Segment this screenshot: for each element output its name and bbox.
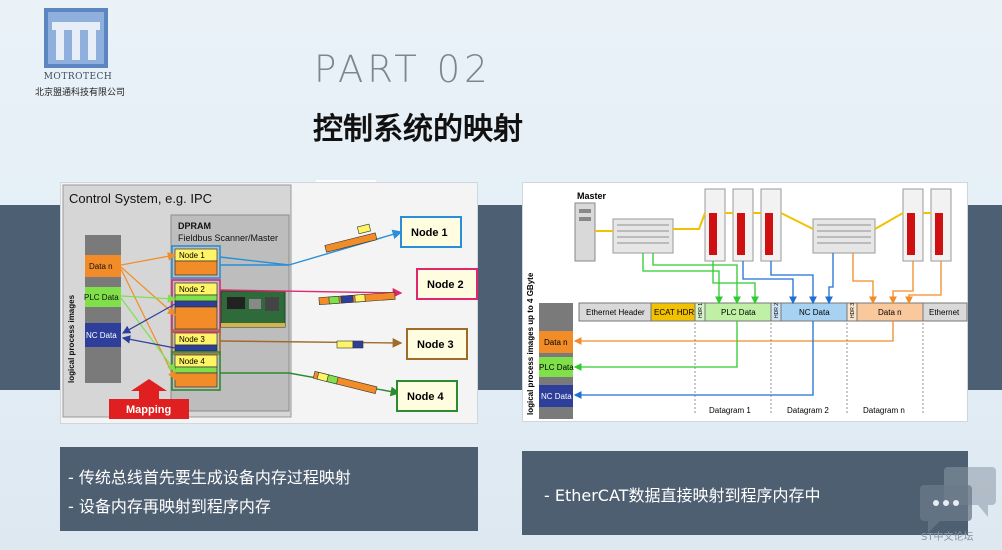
svg-text:NC Data: NC Data xyxy=(799,308,830,317)
svg-text:Node 4: Node 4 xyxy=(407,391,445,403)
traditional-mapping-diagram: Control System, e.g. IPC DPRAM Fieldbus … xyxy=(60,182,478,424)
dpram-node-4: Node 4 xyxy=(174,354,218,388)
process-item: Data n xyxy=(89,262,113,271)
chat-bubble-icon xyxy=(920,467,996,533)
servo-drive xyxy=(930,188,952,262)
node-4-box: Node 4 xyxy=(396,380,458,412)
servo-drive xyxy=(732,188,754,262)
svg-text:ECAT HDR: ECAT HDR xyxy=(654,308,694,317)
dpram-node-2: Node 2 xyxy=(174,282,218,330)
svg-text:Node 2: Node 2 xyxy=(427,279,464,291)
process-item: NC Data xyxy=(541,392,572,401)
bullet-line: - 传统总线首先要生成设备内存过程映射 xyxy=(68,468,351,487)
frame-bar-2 xyxy=(318,292,396,305)
svg-text:Node 1: Node 1 xyxy=(179,251,205,260)
process-vertical-label: logical process images up to 4 GByte xyxy=(526,272,535,415)
process-item: NC Data xyxy=(86,331,117,340)
dpram-node-1: Node 1 xyxy=(174,248,218,276)
ethercat-coupler-2 xyxy=(812,218,876,254)
process-item: PLC Data xyxy=(84,293,119,302)
ethercat-mapping-diagram: Master logical process images up to 4 GB… xyxy=(522,182,968,422)
servo-drive xyxy=(902,188,924,262)
accent-line xyxy=(316,180,376,182)
mapping-label: Mapping xyxy=(109,379,189,419)
svg-text:PLC Data: PLC Data xyxy=(721,308,756,317)
frame-bar-1 xyxy=(324,223,378,253)
servo-drive xyxy=(760,188,782,262)
node-2-box: Node 2 xyxy=(416,268,478,300)
node-1-box: Node 1 xyxy=(400,216,462,248)
ethercat-frame: Ethernet Header ECAT HDR HDR 1 PLC Data … xyxy=(578,302,968,322)
node-3-box: Node 3 xyxy=(406,328,468,360)
dpram-title: DPRAM xyxy=(178,221,211,231)
ethercat-coupler-1 xyxy=(612,218,674,254)
svg-text:Node 1: Node 1 xyxy=(411,227,448,239)
bullet-line: - EtherCAT数据直接映射到程序内存中 xyxy=(544,486,821,505)
dpram-subtitle: Fieldbus Scanner/Master xyxy=(178,233,278,243)
svg-text:Ethernet Header: Ethernet Header xyxy=(586,308,645,317)
svg-text:HDR 3: HDR 3 xyxy=(850,303,856,318)
svg-text:Ethernet: Ethernet xyxy=(929,308,960,317)
company-name-cn: 北京盟通科技有限公司 xyxy=(34,88,125,98)
svg-text:Node 3: Node 3 xyxy=(417,339,454,351)
datagram-label: Datagram n xyxy=(863,406,905,415)
process-item: PLC Data xyxy=(539,363,574,372)
datagram-label: Datagram 2 xyxy=(787,406,829,415)
svg-text:HDR 2: HDR 2 xyxy=(774,303,780,318)
frame-bar-4 xyxy=(312,371,378,395)
svg-text:Node 2: Node 2 xyxy=(179,285,205,294)
master-label: Master xyxy=(577,191,607,201)
bullet-line: - 设备内存再映射到程序内存 xyxy=(68,497,271,516)
servo-drive xyxy=(704,188,726,262)
part-number: PART 02 xyxy=(314,48,492,91)
company-name-en: MOTROTECH xyxy=(43,72,113,82)
svg-text:HDR 1: HDR 1 xyxy=(698,303,704,318)
right-bullet-box: - EtherCAT数据直接映射到程序内存中 xyxy=(522,451,968,535)
system-title: Control System, e.g. IPC xyxy=(69,191,212,206)
svg-text:Mapping: Mapping xyxy=(126,404,171,416)
left-bullet-box: - 传统总线首先要生成设备内存过程映射 - 设备内存再映射到程序内存 xyxy=(60,447,478,531)
process-item: Data n xyxy=(544,338,568,347)
watermark-text: ST中文论坛 xyxy=(921,532,974,543)
svg-text:Node 4: Node 4 xyxy=(179,357,205,366)
master-device-image xyxy=(574,202,596,262)
svg-text:Node 3: Node 3 xyxy=(179,335,205,344)
dpram-node-3: Node 3 xyxy=(174,332,218,352)
slide-title: 控制系统的映射 xyxy=(313,112,523,147)
company-logo xyxy=(44,8,108,68)
fieldbus-card-image xyxy=(220,290,286,328)
process-vertical-label: logical process images xyxy=(67,294,76,383)
frame-bar-3 xyxy=(336,340,364,349)
datagram-label: Datagram 1 xyxy=(709,406,751,415)
svg-text:Data n: Data n xyxy=(878,308,902,317)
